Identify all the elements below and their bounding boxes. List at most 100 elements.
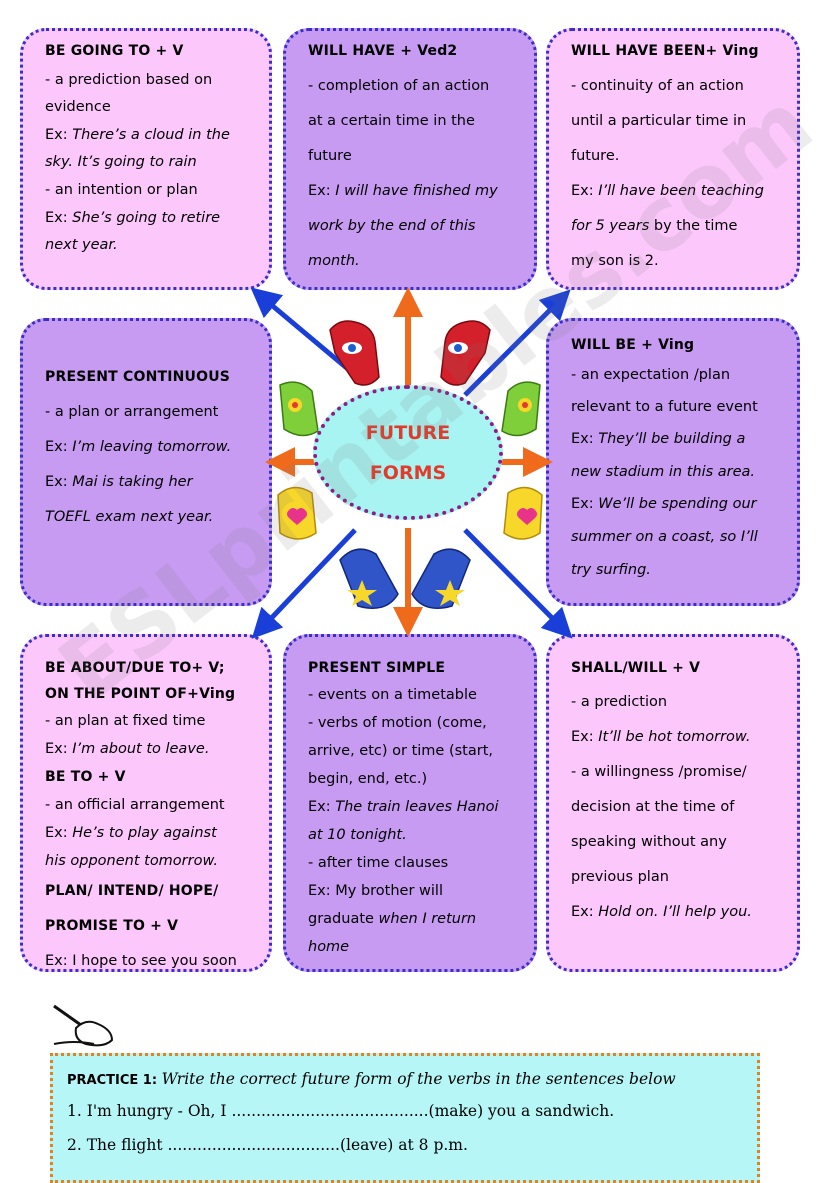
text-line: previous plan (571, 869, 669, 885)
practice-instruction: PRACTICE 1: Write the correct future for… (67, 1066, 743, 1094)
text-line: until a particular time in (571, 113, 747, 129)
text-line: - a prediction (571, 694, 668, 710)
box-title: BE ABOUT/DUE TO+ V; (45, 660, 225, 676)
star-hand-icon (339, 548, 399, 609)
arrow-top-left (250, 287, 357, 377)
example-line: for 5 years by the time (571, 209, 779, 244)
box-title: PLAN/ INTEND/ HOPE/ (45, 883, 219, 899)
example-line: new stadium in this area. (571, 464, 756, 480)
ex-label: Ex: (571, 431, 599, 447)
ex-text: for 5 years (571, 218, 650, 234)
example-line: Ex: I hope to see you soon (45, 953, 237, 969)
text-line: relevant to a future event (571, 399, 758, 415)
example-line: work by the end of this (308, 218, 476, 234)
ex-label: Ex: (45, 127, 73, 143)
box-title: WILL HAVE BEEN+ Ving (571, 43, 759, 59)
ex-text: They’ll be building a (598, 431, 746, 447)
ex-text: It’ll be hot tomorrow. (598, 729, 751, 745)
example-line: Ex: Hold on. I’ll help you. (571, 895, 779, 930)
center-title-line2: FORMS (369, 461, 447, 484)
ex-text: I’m about to leave. (72, 741, 210, 757)
ex-label: Ex: (45, 825, 73, 841)
example-line: his opponent tomorrow. (45, 853, 219, 869)
text-line: arrive, etc) or time (start, (308, 743, 493, 759)
ex-label: Ex: (45, 439, 73, 455)
box-title: PRESENT CONTINUOUS (45, 369, 231, 385)
box-shall-will: SHALL/WILL + V - a prediction Ex: It’ll … (546, 634, 800, 972)
ex-text: She’s going to retire (72, 210, 221, 226)
text-line: - an expectation /plan (571, 367, 731, 383)
example-line: Ex: I’m about to leave. (45, 735, 251, 763)
example-line: sky. It’s going to rain (45, 154, 197, 170)
ex-label: Ex: (45, 741, 73, 757)
example-line: TOEFL exam next year. (45, 509, 214, 525)
ex-label: Ex: (45, 210, 73, 226)
text-line: decision at the time of (571, 799, 735, 815)
red-hand-eye-icon (440, 320, 491, 386)
example-line: Ex: My brother will (308, 883, 443, 899)
box-be-about-to: BE ABOUT/DUE TO+ V; ON THE POINT OF+Ving… (20, 634, 272, 972)
ex-label: Ex: (571, 496, 599, 512)
text-line: begin, end, etc.) (308, 771, 428, 787)
example-line: graduate when I return (308, 905, 516, 933)
center-title-line1: FUTURE (365, 421, 451, 444)
text-line: speaking without any (571, 834, 727, 850)
text-line: evidence (45, 99, 111, 115)
ex-label: Ex: (308, 799, 336, 815)
example-line: Ex: I’ll have been teaching (571, 174, 779, 209)
flower-hand-icon (501, 381, 541, 437)
text-line: - events on a timetable (308, 687, 477, 703)
example-line: home (308, 939, 350, 955)
ex-text: I’ll have been teaching (598, 183, 764, 199)
heart-hand-icon (503, 486, 543, 540)
text-line: - an intention or plan (45, 182, 198, 198)
ex-text: He’s to play against (72, 825, 217, 841)
practice-section: PRACTICE 1: Write the correct future for… (50, 1053, 760, 1183)
box-present-continuous: PRESENT CONTINUOUS - a plan or arrangeme… (20, 318, 272, 606)
example-line: Ex: They’ll be building a (571, 423, 779, 456)
ex-label: Ex: (308, 183, 336, 199)
ex-text: We’ll be spending our (598, 496, 757, 512)
example-line: Ex: I will have finished my (308, 174, 516, 209)
box-title: WILL HAVE + Ved2 (308, 43, 458, 59)
ex-label: Ex: (45, 474, 73, 490)
ex-label: Ex: (571, 729, 599, 745)
box-will-have-been: WILL HAVE BEEN+ Ving - continuity of an … (546, 28, 800, 290)
practice-instruction-text: Write the correct future form of the ver… (161, 1070, 676, 1088)
example-line: Ex: He’s to play against (45, 819, 251, 847)
ex-text: Mai is taking her (72, 474, 193, 490)
ex-rest: graduate (308, 911, 379, 927)
example-line: Ex: She’s going to retire (45, 204, 251, 232)
box-will-have: WILL HAVE + Ved2 - completion of an acti… (283, 28, 537, 290)
ex-label: Ex: (571, 904, 599, 920)
example-line: next year. (45, 237, 118, 253)
example-line: Ex: We’ll be spending our (571, 488, 779, 521)
text-line: my son is 2. (571, 253, 659, 269)
example-line: Ex: There’s a cloud in the (45, 121, 251, 149)
ex-text: There’s a cloud in the (72, 127, 230, 143)
practice-label: PRACTICE 1: (67, 1073, 162, 1088)
star-hand-icon (411, 548, 471, 609)
box-be-going-to: BE GOING TO + V - a prediction based on … (20, 28, 272, 290)
flower-hand-icon (279, 381, 319, 437)
ex-label: Ex: (571, 183, 599, 199)
practice-question-1: 1. I'm hungry - Oh, I ..................… (67, 1102, 615, 1120)
box-title: PROMISE TO + V (45, 918, 179, 934)
box-title: BE GOING TO + V (45, 43, 184, 59)
text-line: at a certain time in the (308, 113, 475, 129)
box-title: ON THE POINT OF+Ving (45, 686, 236, 702)
example-line: month. (308, 253, 360, 269)
text-line: - an official arrangement (45, 797, 225, 813)
text-line: - continuity of an action (571, 78, 744, 94)
arrow-bottom-left (251, 528, 357, 639)
box-title: WILL BE + Ving (571, 337, 695, 353)
example-line: Ex: Mai is taking her (45, 465, 251, 500)
box-title: PRESENT SIMPLE (308, 660, 446, 676)
heart-hand-icon (277, 486, 317, 540)
box-present-simple: PRESENT SIMPLE - events on a timetable -… (283, 634, 537, 972)
text-line: - completion of an action (308, 78, 490, 94)
practice-question-2: 2. The flight ..........................… (67, 1136, 468, 1154)
box-title: SHALL/WILL + V (571, 660, 701, 676)
box-title: BE TO + V (45, 769, 126, 785)
text-line: - after time clauses (308, 855, 449, 871)
